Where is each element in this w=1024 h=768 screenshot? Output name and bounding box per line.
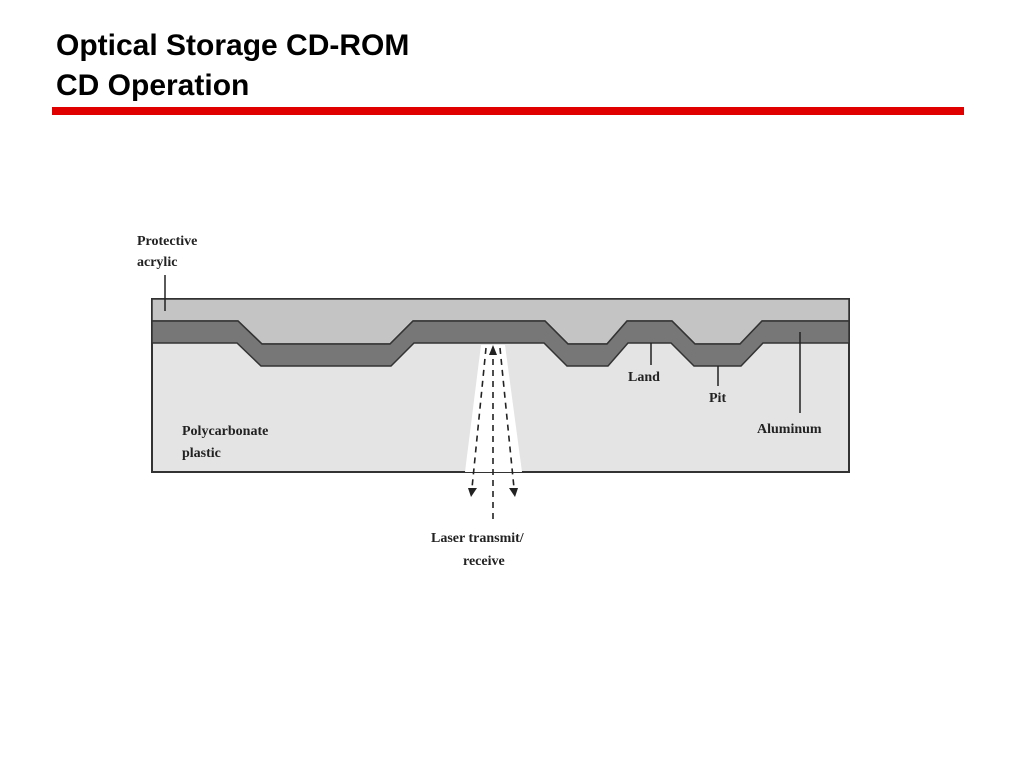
title-divider (52, 107, 964, 115)
slide-title: Optical Storage CD-ROM CD Operation (56, 26, 409, 106)
label-poly-line2: plastic (182, 446, 221, 461)
laser-beam-left (471, 347, 487, 489)
label-poly-line1: Polycarbonate (182, 424, 268, 439)
label-pit: Pit (709, 391, 726, 406)
title-line-2: CD Operation (56, 69, 250, 102)
title-line-1: Optical Storage CD-ROM (56, 29, 410, 62)
label-aluminum: Aluminum (757, 422, 822, 437)
arrowhead-right (509, 488, 518, 497)
laser-arrowheads (468, 345, 518, 497)
arrowhead-left (468, 488, 477, 497)
label-protective-line1: Protective (137, 234, 197, 249)
laser-beams (471, 347, 515, 520)
laser-beam-right (499, 347, 515, 489)
label-laser-line2: receive (463, 554, 505, 569)
label-land: Land (628, 370, 660, 385)
label-laser-line1: Laser transmit/ (431, 531, 525, 546)
leader-lines (164, 275, 801, 413)
aluminum-layer (151, 320, 850, 367)
label-protective-line2: acrylic (137, 255, 177, 270)
arrowhead-up (489, 345, 497, 355)
